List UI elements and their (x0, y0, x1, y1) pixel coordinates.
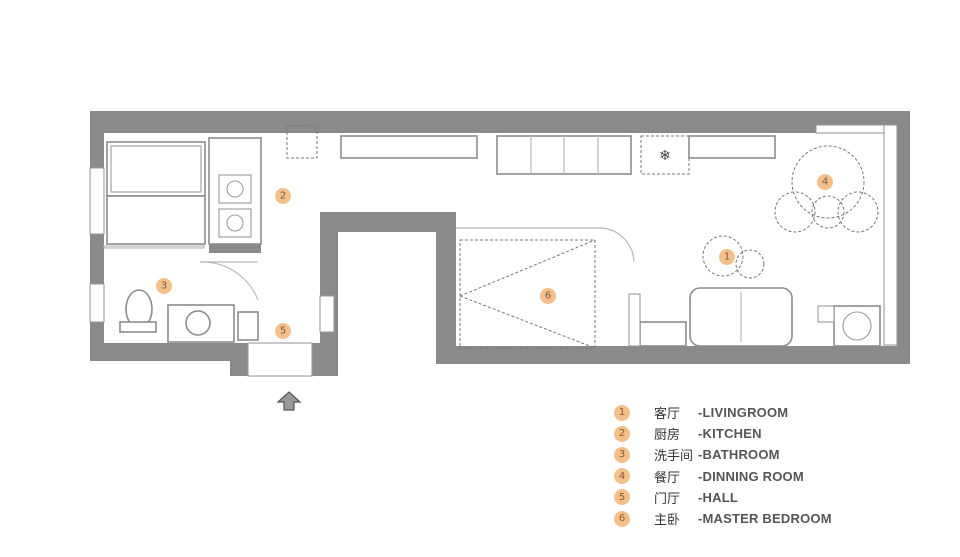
washer (817, 305, 881, 347)
legend-en-label: -KITCHEN (698, 426, 762, 442)
legend-item-hall: 5 门厅 -HALL (614, 487, 914, 508)
legend-en-label: -LIVINGROOM (698, 405, 789, 421)
svg-text:❄: ❄ (659, 148, 671, 164)
top-cabinets: ❄ (340, 135, 776, 175)
legend-number: 5 (614, 489, 630, 506)
legend-item-dinning-room: 4 餐厅 -DINNING ROOM (614, 466, 914, 487)
up-arrow-icon (276, 391, 302, 411)
legend-number: 6 (614, 510, 630, 527)
legend-item-master-bedroom: 6 主卧 -MASTER BEDROOM (614, 508, 914, 529)
walls (90, 111, 910, 376)
legend-en-label: -BATHROOM (698, 447, 780, 463)
legend-number: 3 (614, 446, 630, 463)
legend-cn-label: 餐厅 (654, 470, 681, 486)
sofa (689, 287, 793, 347)
room-marker-5: 5 (275, 323, 291, 339)
legend-cn-label: 洗手间 (654, 449, 694, 465)
kitchen-counter (208, 125, 318, 245)
legend-number: 4 (614, 468, 630, 485)
room-marker-label: 6 (545, 291, 551, 302)
dining-table (774, 145, 879, 233)
bed (456, 227, 635, 349)
bathroom-fixtures (103, 245, 259, 343)
legend-cn-label: 主卧 (654, 513, 681, 529)
legend-cn-label: 门厅 (654, 491, 681, 507)
windows-right (815, 124, 898, 346)
legend-item-livingroom: 1 客厅 -LIVINGROOM (614, 402, 914, 423)
room-marker-3: 3 (156, 278, 172, 294)
legend-number: 1 (614, 404, 630, 421)
legend-item-bathroom: 3 洗手间 -BATHROOM (614, 444, 914, 465)
coffee-table (702, 235, 765, 279)
bathtub (106, 141, 206, 245)
legend-en-label: -HALL (698, 489, 738, 505)
legend-number: 2 (614, 425, 630, 442)
room-marker-label: 1 (724, 252, 730, 263)
legend: 1 客厅 -LIVINGROOM 2 厨房 -KITCHEN 3 洗手间 -BA… (614, 402, 914, 529)
room-marker-2: 2 (275, 188, 291, 204)
tv-cabinet (628, 293, 687, 347)
room-marker-label: 2 (280, 191, 286, 202)
room-marker-label: 3 (161, 281, 167, 292)
room-marker-label: 5 (280, 326, 286, 337)
legend-en-label: -DINNING ROOM (698, 468, 804, 484)
legend-en-label: -MASTER BEDROOM (698, 511, 832, 527)
legend-cn-label: 客厅 (654, 407, 681, 423)
windows-left (89, 167, 335, 333)
legend-cn-label: 厨房 (654, 428, 681, 444)
legend-item-kitchen: 2 厨房 -KITCHEN (614, 423, 914, 444)
room-marker-6: 6 (540, 288, 556, 304)
room-marker-4: 4 (817, 174, 833, 190)
room-marker-1: 1 (719, 249, 735, 265)
entry-door (247, 342, 313, 377)
room-marker-label: 4 (822, 177, 828, 188)
